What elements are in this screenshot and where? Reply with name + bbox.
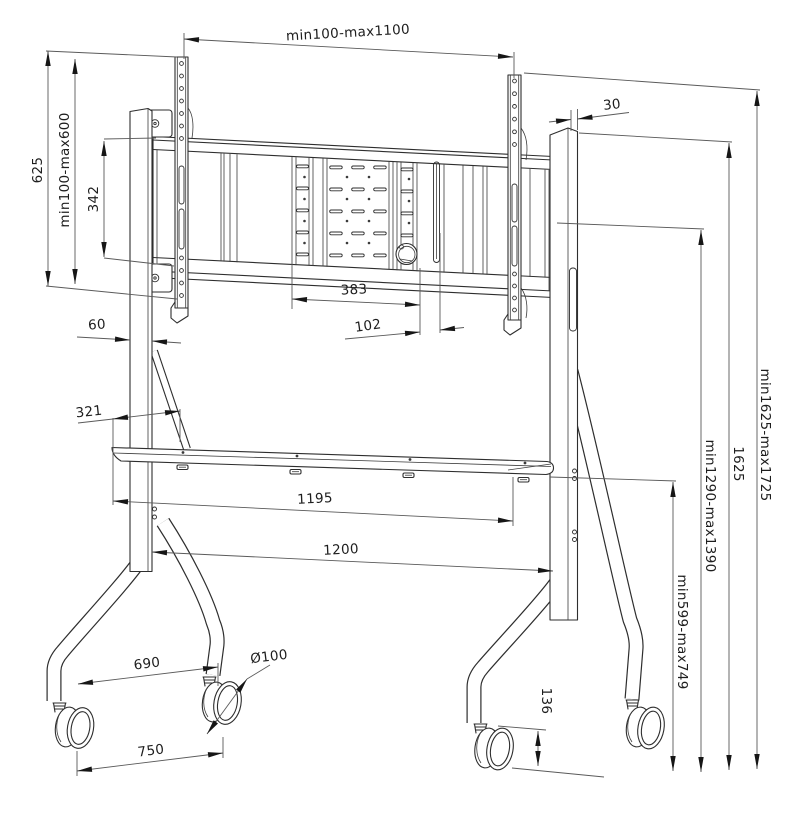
dim-line-panel-offset-a	[344, 330, 421, 340]
dim-label-mount-height-range: min100-max600	[57, 112, 73, 227]
dim-line-mount-width	[183, 37, 514, 59]
dim-label-panel-width: 383	[340, 281, 367, 298]
left-rear-leg	[150, 349, 225, 676]
perforation-strip-right	[400, 167, 414, 238]
caster-rear-right	[625, 699, 665, 750]
dim-label-panel-side-offset: 102	[354, 316, 383, 336]
dim-line-column-width-a	[76, 336, 131, 342]
dim-line-caster-diameter	[206, 678, 248, 735]
right-front-leg	[466, 578, 563, 723]
cable-grommet	[395, 242, 418, 266]
dimension-annotations: min100-max1100 625 min100-max600 342 30 …	[30, 22, 773, 778]
vertical-slot	[433, 161, 440, 263]
right-rear-leg	[563, 369, 644, 700]
right-post	[549, 127, 579, 621]
dim-label-base-depth: 750	[137, 741, 165, 760]
post-handle-cutout	[569, 267, 577, 332]
dim-line-panel-width	[291, 297, 421, 307]
crossbar	[152, 135, 554, 299]
dim-line-caster-spacing	[77, 666, 219, 685]
dim-label-shelf-length: 1195	[297, 490, 333, 508]
shelf-clamps	[176, 464, 530, 483]
dim-line-column-width-b	[151, 339, 182, 345]
dim-label-shelf-depth: 321	[75, 403, 103, 422]
perforation-strip-left	[296, 164, 309, 257]
dim-label-inner-width: 1200	[323, 541, 359, 559]
caster-front-left	[52, 702, 95, 749]
dim-label-screen-center-height-range: min1290-max1390	[702, 440, 718, 573]
dim-label-bracket-height: 625	[30, 157, 46, 184]
dim-label-column-width: 60	[88, 316, 107, 333]
right-vesa-strip	[503, 74, 528, 336]
caster-front-right	[473, 723, 514, 771]
dim-label-mount-width-range: min100-max1100	[286, 22, 411, 45]
dim-label-bracket-hole-span: 342	[86, 186, 102, 213]
perforation-panel-center	[329, 165, 387, 258]
dim-line-column-depth-b	[577, 112, 630, 120]
dim-line-base-depth	[76, 752, 224, 772]
dim-line-inner-width	[151, 550, 554, 573]
dim-label-clearance-height-range: min599-max749	[674, 574, 690, 689]
left-vesa-strip	[147, 56, 194, 324]
dim-line-shelf-depth	[112, 410, 181, 420]
dim-label-caster-spacing: 690	[133, 654, 161, 673]
left-front-leg	[46, 554, 148, 701]
shelf	[111, 446, 555, 483]
dim-label-caster-height: 136	[538, 688, 554, 715]
dim-line-column-depth-a	[548, 118, 572, 124]
dim-label-caster-diameter: Ø100	[249, 647, 288, 667]
dim-label-total-height: 1625	[730, 446, 746, 482]
dim-line-shelf-length	[112, 499, 514, 523]
dim-label-column-depth: 30	[602, 96, 621, 114]
dim-line-panel-offset-b	[439, 325, 465, 332]
dim-label-total-height-range: min1625-max1725	[757, 369, 773, 502]
caster-rear-left	[201, 676, 242, 725]
